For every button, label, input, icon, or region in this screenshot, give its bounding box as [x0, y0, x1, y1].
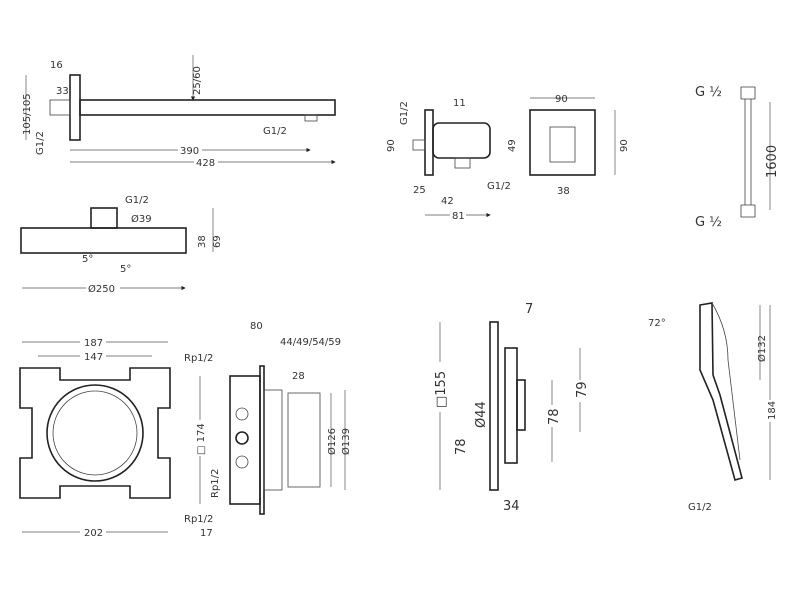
dim-11: 11 [453, 98, 466, 109]
dim-17: 17 [200, 528, 213, 539]
dim-79: 79 [575, 381, 590, 398]
dim-428: 428 [196, 158, 215, 169]
dim-78b: 78 [547, 408, 562, 425]
dim-sq174: □ 174 [196, 423, 207, 455]
iron-body-drawing: 80 44/49/54/59 Rp1/2 28 □ 174 Rp1/2 Ø126… [184, 321, 352, 539]
dim-80: 80 [250, 321, 263, 332]
label-g-bottom: G ½ [695, 215, 722, 230]
shower-arm-drawing: 16 33 25/60 105/105 G1/2 G1/2 390 428 [22, 55, 336, 169]
front-height: 90 [619, 139, 630, 152]
dim-38: 38 [197, 235, 208, 248]
dim-16: 16 [50, 60, 63, 71]
dim-90: 90 [386, 139, 397, 152]
front-width: 90 [555, 94, 568, 105]
label-g-inlet: G1/2 [35, 131, 46, 155]
label-g-top: G ½ [695, 85, 722, 100]
label-g: G1/2 [125, 195, 149, 206]
dim-sq155: □155 [434, 371, 449, 408]
dim-dia139: Ø139 [340, 428, 352, 455]
dim-34: 34 [503, 499, 520, 514]
angle-right: 5° [120, 264, 131, 275]
dim-33: 33 [56, 86, 69, 97]
label-rp-top: Rp1/2 [184, 353, 213, 364]
dim-184: 184 [767, 401, 778, 420]
dim-dia250: Ø250 [88, 283, 115, 295]
shower-head-drawing: G1/2 Ø39 38 69 5° 5° Ø250 [20, 195, 223, 295]
front-38: 38 [557, 186, 570, 197]
label-rp-bottom: Rp1/2 [184, 514, 213, 525]
label-g-side: G1/2 [399, 101, 410, 125]
dim-147: 147 [84, 352, 103, 363]
dim-angle: 72° [648, 318, 666, 329]
dim-1600: 1600 [765, 145, 780, 178]
hand-shower-drawing: 72° Ø132 184 G1/2 [648, 302, 778, 513]
mounting-plate-drawing: 187 147 202 [19, 336, 171, 539]
label-g-outlet: G1/2 [263, 126, 287, 137]
hose-drawing: G ½ 1600 G ½ [695, 85, 780, 230]
dim-69: 69 [212, 235, 223, 248]
dim-depth: 44/49/54/59 [280, 337, 341, 348]
dim-dia44: Ø44 [474, 401, 489, 428]
dim-81: 81 [452, 211, 465, 222]
wall-outlet-drawing: G1/2 11 90 49 25 42 G1/2 81 90 90 38 [386, 94, 630, 222]
trim-drawing: 7 □155 Ø44 78 79 78 34 [432, 302, 590, 514]
label-g: G1/2 [688, 502, 712, 513]
dim-105-105: 105/105 [22, 93, 33, 135]
dim-25-60: 25/60 [192, 66, 203, 95]
dim-7: 7 [525, 302, 533, 317]
dim-dia126: Ø126 [326, 428, 338, 455]
dim-dia39: Ø39 [131, 213, 152, 225]
dim-202: 202 [84, 528, 103, 539]
label-rp-mid: Rp1/2 [210, 469, 221, 498]
dim-dia132: Ø132 [756, 335, 768, 362]
angle-left: 5° [82, 254, 93, 265]
dim-28: 28 [292, 371, 305, 382]
dim-78a: 78 [454, 438, 469, 455]
dim-390: 390 [180, 146, 199, 157]
dim-187: 187 [84, 338, 103, 349]
dim-42: 42 [441, 196, 454, 207]
dim-25: 25 [413, 185, 426, 196]
label-g-out: G1/2 [487, 181, 511, 192]
dim-49: 49 [507, 139, 518, 152]
